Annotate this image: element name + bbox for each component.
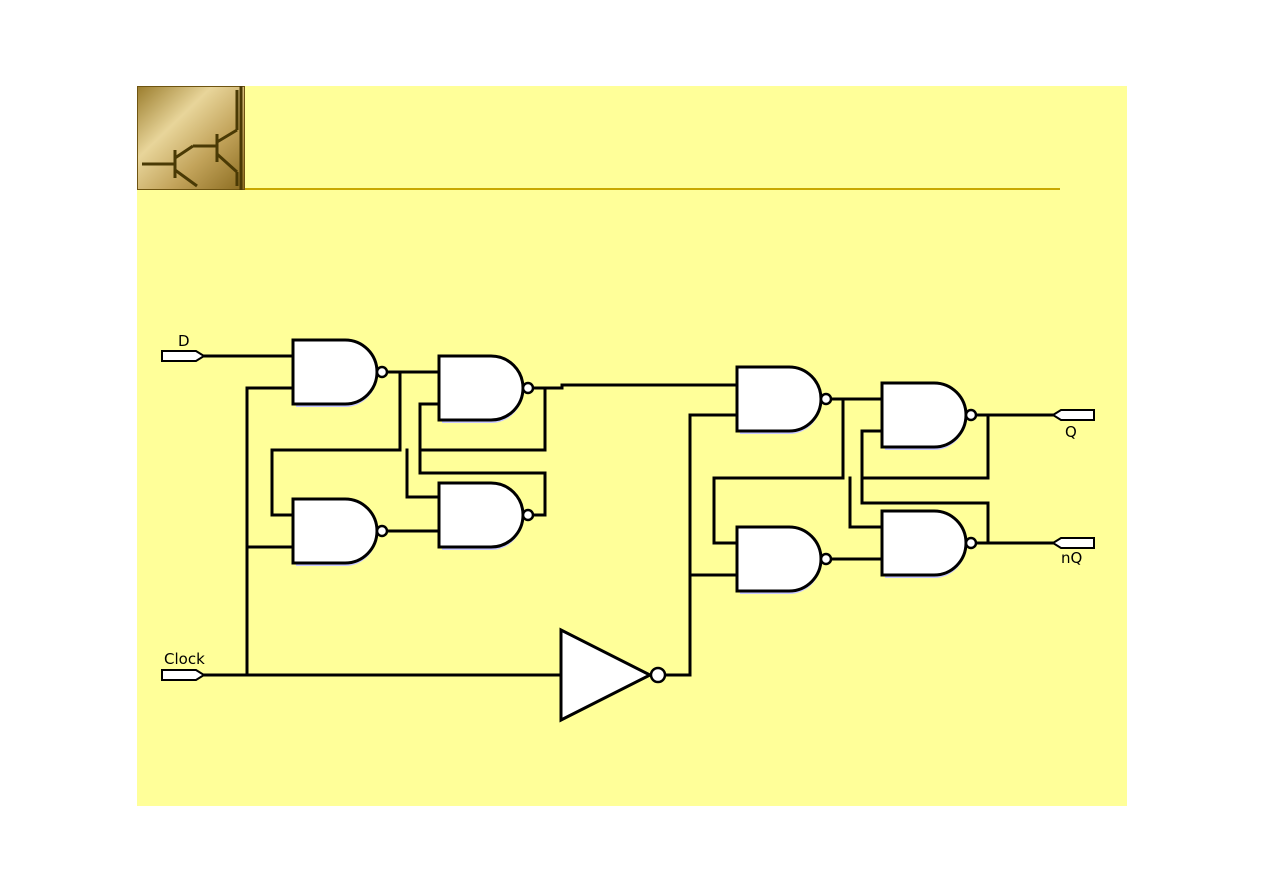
nand-gate-3 [437, 354, 535, 425]
nand-gate-8 [880, 509, 978, 580]
nand-gate-6 [735, 525, 833, 596]
d-input-label: D [178, 332, 190, 350]
title-divider [245, 188, 1060, 190]
nand-gate-7 [880, 381, 978, 452]
wires [201, 354, 1055, 677]
nand-gate-5 [735, 365, 833, 436]
nand-gate-2 [291, 497, 389, 568]
inverter-gate [559, 627, 667, 723]
nq-output-pin [1051, 537, 1095, 549]
slide-background [137, 86, 1127, 806]
q-output-label: Q [1065, 423, 1077, 441]
d-input-pin [161, 350, 206, 362]
nq-output-label: nQ [1061, 549, 1082, 567]
clock-input-pin [161, 669, 206, 681]
q-output-pin [1051, 409, 1095, 421]
nand-gate-4 [437, 481, 535, 552]
nand-gate-1 [291, 338, 389, 409]
clock-input-label: Clock [164, 650, 205, 668]
transistor-logo-icon [137, 86, 245, 190]
